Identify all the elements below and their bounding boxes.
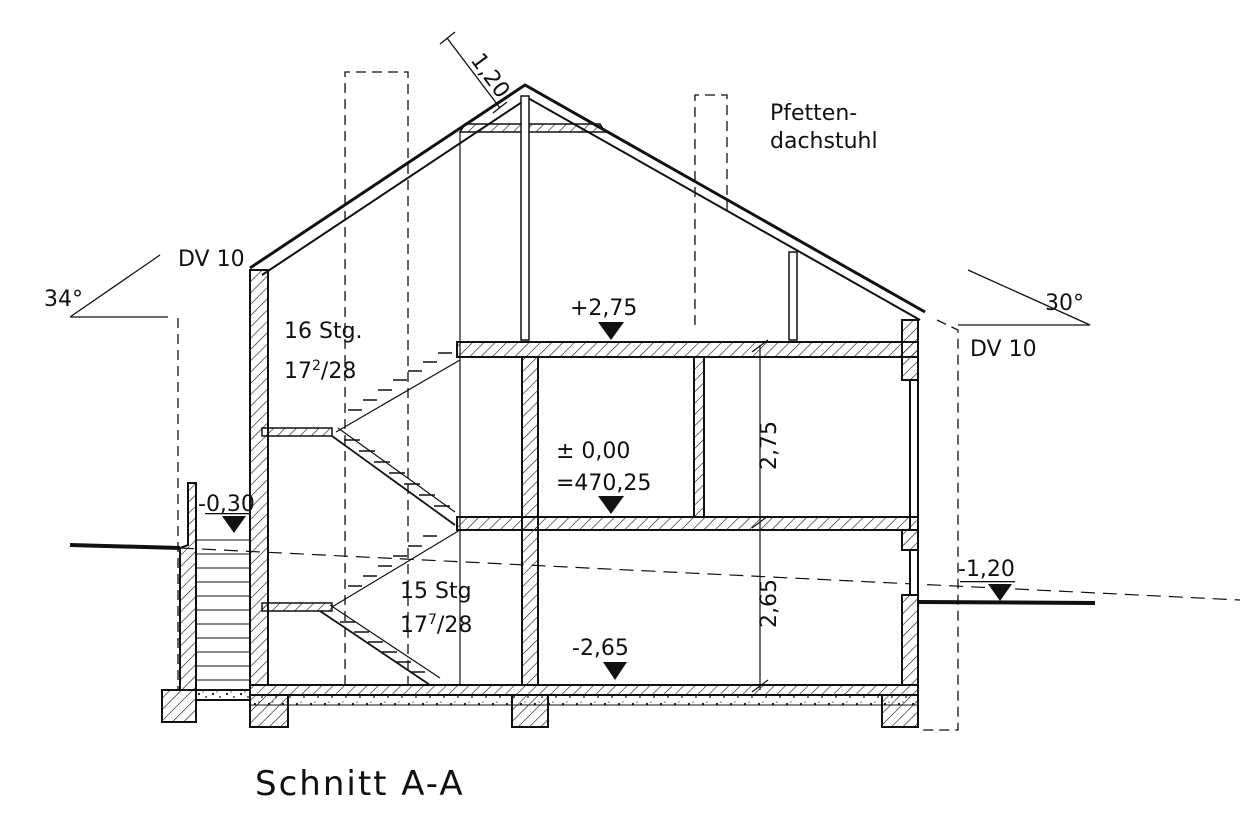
- level-markers: [205, 322, 1015, 680]
- level-ground-floor-absolute: =470,25: [556, 471, 651, 496]
- ground-lines: [69, 543, 1241, 605]
- stairs: [261, 352, 461, 686]
- eave-right-label: DV 10: [970, 337, 1037, 362]
- light-well-steps: [196, 539, 250, 681]
- roof-type-line-2: dachstuhl: [770, 129, 878, 154]
- pitch-right-label: 30°: [1045, 291, 1084, 316]
- level-upper-floor: +2,75: [570, 296, 637, 321]
- level-basement: -2,65: [572, 636, 629, 661]
- upper-stair-steps: 16 Stg.: [284, 319, 363, 344]
- lower-stair-rise: 177/28: [400, 612, 472, 638]
- floor-slabs: [195, 341, 919, 706]
- roof: [69, 31, 1091, 685]
- level-ground-floor-relative: ± 0,00: [556, 439, 630, 464]
- pitch-left-label: 34°: [44, 287, 83, 312]
- level-outside-left: -0,30: [198, 492, 255, 517]
- ground-floor-height-dimension: 2,75: [757, 421, 782, 470]
- lower-stair-steps: 15 Stg: [400, 579, 472, 604]
- level-outside-right: -1,20: [958, 557, 1015, 582]
- height-dimension-lines: [751, 339, 769, 693]
- upper-stair-rise: 172/28: [284, 358, 356, 384]
- roof-type-line-1: Pfetten-: [770, 101, 857, 126]
- basement-height-dimension: 2,65: [757, 579, 782, 628]
- overhang-dimension: 1,20: [465, 49, 514, 103]
- eave-left-label: DV 10: [178, 247, 245, 272]
- chimney-outlines: [177, 71, 959, 731]
- drawing-title: Schnitt A-A: [255, 764, 465, 804]
- foundations: [161, 689, 919, 728]
